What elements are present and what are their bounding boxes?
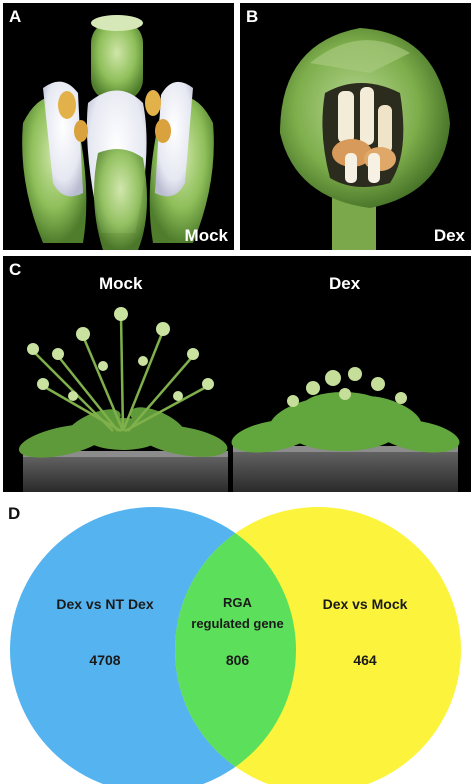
panel-c-plants: C Mock Dex bbox=[3, 256, 471, 492]
panel-d-venn-diagram: D Dex vs NT Dex 4708 RGA regulated gene … bbox=[0, 500, 474, 784]
venn-left-label: Dex vs NT Dex bbox=[56, 596, 154, 612]
panel-letter-c: C bbox=[9, 260, 22, 279]
venn-intersection-label-line2: regulated gene bbox=[191, 616, 284, 631]
panel-b-dex-flower: B Dex bbox=[240, 3, 471, 250]
venn-right-label: Dex vs Mock bbox=[322, 596, 408, 612]
panel-a-condition-label: Mock bbox=[184, 226, 228, 245]
venn-svg bbox=[10, 507, 461, 784]
panel-letter-a: A bbox=[9, 7, 22, 26]
venn-intersection-label-line1: RGA bbox=[223, 595, 252, 610]
panel-c-right-condition-label: Dex bbox=[329, 274, 361, 293]
dex-flower-illustration bbox=[280, 28, 450, 250]
panel-b-condition-label: Dex bbox=[433, 226, 465, 245]
panel-a-mock-flower: A Mock bbox=[3, 3, 234, 250]
venn-intersection-count: 806 bbox=[225, 652, 250, 668]
panel-letter-d: D bbox=[8, 504, 21, 523]
panel-letter-b: B bbox=[246, 7, 259, 26]
panel-c-left-condition-label: Mock bbox=[99, 274, 143, 293]
mock-flower-illustration bbox=[22, 15, 214, 250]
venn-right-count: 464 bbox=[353, 652, 377, 668]
venn-left-count: 4708 bbox=[89, 652, 121, 668]
venn-intersection bbox=[175, 507, 296, 784]
plants-illustration bbox=[18, 307, 460, 492]
